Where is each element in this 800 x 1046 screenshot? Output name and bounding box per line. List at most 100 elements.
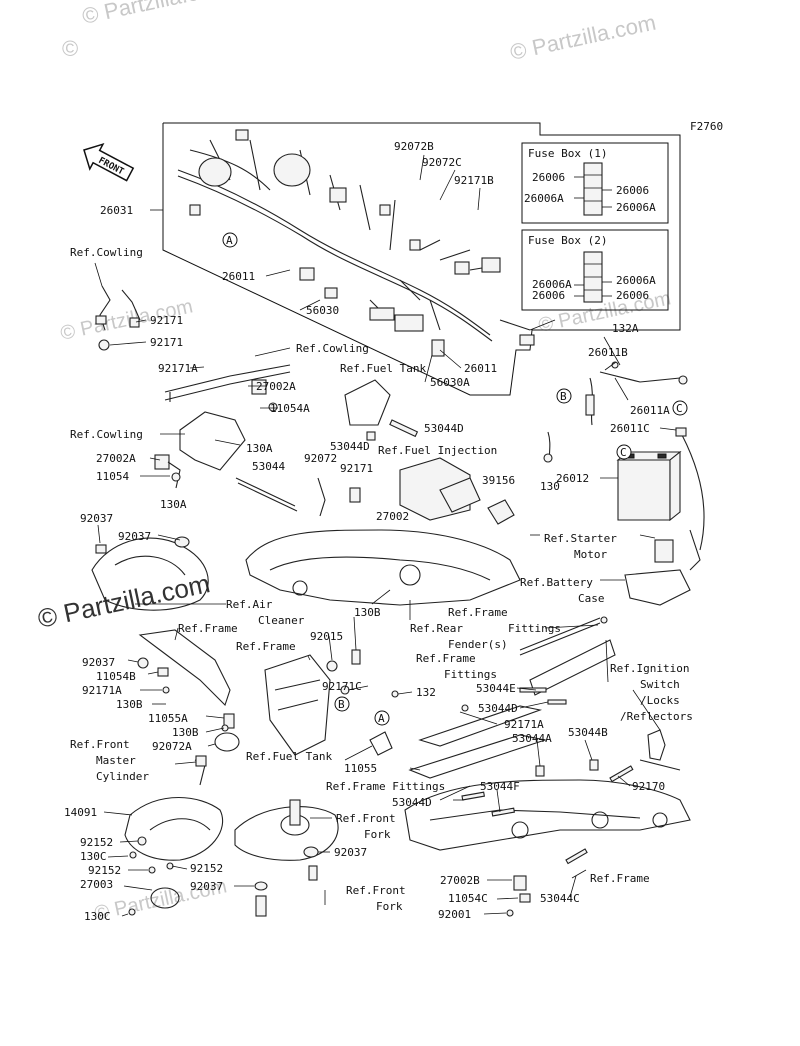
part-label: 92037 <box>334 846 367 859</box>
callout-c-battery: C <box>616 444 632 460</box>
part-label: 132A <box>612 322 639 335</box>
callout-c-top: C <box>672 400 688 416</box>
part-label: 130 <box>540 480 560 493</box>
part-label: 14091 <box>64 806 97 819</box>
part-label: 92171C <box>322 680 362 693</box>
part-label: /Reflectors <box>620 710 693 723</box>
wiring-harness-26031 <box>177 129 535 357</box>
part-label: 53044 <box>252 460 285 473</box>
watermark-symbol: © <box>62 36 78 61</box>
part-label: Ref.Frame <box>236 640 296 653</box>
part-label: 11054 <box>96 470 129 483</box>
callout-letter: A <box>226 234 233 247</box>
ecu-fuel-injection <box>399 457 515 525</box>
part-label: 92072B <box>394 140 434 153</box>
part-label: 130B <box>354 606 381 619</box>
part-label: 26031 <box>100 204 133 217</box>
leader-lines <box>94 154 677 917</box>
battery-cables <box>543 361 705 551</box>
part-label: 92072A <box>152 740 192 753</box>
part-label: 27002A <box>256 380 296 393</box>
part-label: 27002A <box>96 452 136 465</box>
part-label: 27002B <box>440 874 480 887</box>
part-label: 92037 <box>80 512 113 525</box>
battery-case <box>624 529 701 606</box>
frame-bracket-left <box>137 629 240 752</box>
part-label: Cleaner <box>258 614 305 627</box>
fuse-box-1: Fuse Box (1) 26006 26006 26006A 26006A <box>521 142 669 224</box>
part-label: Ref.Cowling <box>70 246 143 259</box>
callout-a-lower: A <box>374 710 390 726</box>
part-label: 130A <box>160 498 187 511</box>
battery-26012 <box>616 450 682 522</box>
part-label: Ref.Fuel Injection <box>378 444 497 457</box>
part-label: 130B <box>116 698 143 711</box>
part-label: Fittings <box>508 622 561 635</box>
part-label: Fender(s) <box>448 638 508 651</box>
harness-frame-outline <box>162 122 681 396</box>
part-label: 130A <box>246 442 273 455</box>
part-label: 53044D <box>478 702 518 715</box>
part-label: 53044D <box>424 422 464 435</box>
rear-fender <box>245 529 521 606</box>
watermark-text: © Partzilla.com <box>508 10 658 65</box>
part-label: 92171B <box>454 174 494 187</box>
callout-letter: A <box>378 712 385 725</box>
fuse-box-1-title: Fuse Box (1) <box>528 147 607 160</box>
part-label: 92072 <box>304 452 337 465</box>
fuse-label: 26006 <box>532 289 565 302</box>
part-label: Ref.Battery <box>520 576 593 589</box>
part-label: 11054B <box>96 670 136 683</box>
part-label: 26011 <box>222 270 255 283</box>
part-label: Ref.Frame <box>448 606 508 619</box>
part-label: 92171 <box>150 336 183 349</box>
part-label: Case <box>578 592 605 605</box>
part-label: 26011 <box>464 362 497 375</box>
part-label: Switch <box>640 678 680 691</box>
watermark-top-right: © Partzilla.com <box>508 10 658 65</box>
part-label: 26012 <box>556 472 589 485</box>
part-label: 92037 <box>190 880 223 893</box>
part-label: 11055 <box>344 762 377 775</box>
front-cover-parts <box>124 755 339 917</box>
fuse-label: 26006A <box>524 192 564 205</box>
callout-a-top: A <box>222 232 238 248</box>
part-label: Ref.Frame <box>416 652 476 665</box>
cowling-bracket-parts <box>95 285 291 489</box>
part-label: 92152 <box>80 836 113 849</box>
part-label: 53044B <box>568 726 608 739</box>
part-label: 92152 <box>88 864 121 877</box>
part-label: 53044D <box>392 796 432 809</box>
part-label: 132 <box>416 686 436 699</box>
part-label: /Locks <box>640 694 680 707</box>
callout-letter: C <box>676 402 683 415</box>
part-label: Ref.Fuel Tank <box>340 362 426 375</box>
part-label: Ref.Front <box>346 884 406 897</box>
part-label: 27002 <box>376 510 409 523</box>
fuse-label: 26006A <box>616 201 656 214</box>
part-label: 92171A <box>504 718 544 731</box>
part-label: 92037 <box>82 656 115 669</box>
callout-b-lower: B <box>334 696 350 712</box>
part-label: Ref.Ignition <box>610 662 689 675</box>
part-label: Ref.Front <box>70 738 130 751</box>
part-label: Fittings <box>444 668 497 681</box>
watermark-top-left: © © Partzilla.com <box>62 0 230 61</box>
part-label: 11054C <box>448 892 488 905</box>
part-label: Ref.Air <box>226 598 273 611</box>
part-label: 92152 <box>190 862 223 875</box>
part-label: 92171 <box>340 462 373 475</box>
part-label: 130B <box>172 726 199 739</box>
part-label: Ref.Frame <box>590 872 650 885</box>
part-label: 26011B <box>588 346 628 359</box>
part-label: Fork <box>376 900 403 913</box>
part-label: 53044C <box>540 892 580 905</box>
callout-letter: B <box>560 390 567 403</box>
part-label: 53044A <box>512 732 552 745</box>
part-label: Ref.Frame Fittings <box>326 780 445 793</box>
part-label: 53044E <box>476 682 516 695</box>
part-label: Ref.Cowling <box>70 428 143 441</box>
fuse-label: 26006 <box>616 289 649 302</box>
part-label: 11055A <box>148 712 188 725</box>
